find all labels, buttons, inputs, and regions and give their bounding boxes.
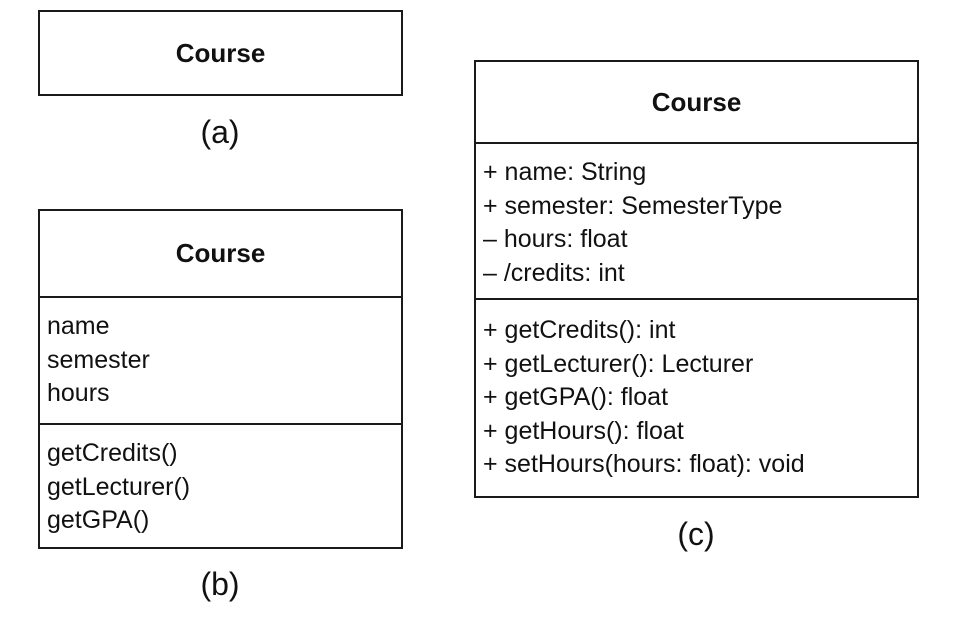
- caption-a: (a): [200, 114, 240, 150]
- attributes-compartment: + name: String + semester: SemesterType …: [476, 142, 917, 298]
- class-box-course-b: Course name semester hours getCredits() …: [38, 209, 403, 549]
- attributes-compartment: name semester hours: [40, 296, 401, 423]
- attribute: – /credits: int: [483, 258, 625, 287]
- attribute: + name: String: [483, 158, 647, 186]
- operation: + getGPA(): float: [483, 383, 669, 411]
- operation: + getLecturer(): Lecturer: [483, 349, 754, 378]
- attribute: hours: [47, 379, 110, 407]
- caption-c: (c): [677, 516, 715, 552]
- operation: + getCredits(): int: [483, 316, 676, 344]
- class-box-course-c: Course + name: String + semester: Semest…: [474, 60, 919, 498]
- class-name: Course: [175, 37, 266, 68]
- operation: getGPA(): [47, 506, 150, 534]
- attribute: – hours: float: [483, 225, 628, 253]
- operations-compartment: + getCredits(): int + getLecturer(): Lec…: [476, 298, 917, 482]
- operation: getLecturer(): [47, 472, 191, 501]
- class-name: Course: [651, 86, 742, 117]
- operation: getCredits(): [47, 439, 178, 467]
- class-box-course-a: Course: [38, 10, 403, 96]
- class-name: Course: [175, 238, 266, 268]
- operation: + getHours(): float: [483, 416, 684, 445]
- attribute: + semester: SemesterType: [483, 191, 783, 220]
- operations-compartment: getCredits() getLecturer() getGPA(): [40, 423, 401, 538]
- attribute: name: [47, 312, 110, 340]
- attribute: semester: [47, 345, 150, 374]
- operation: + setHours(hours: float): void: [483, 450, 805, 478]
- caption-b: (b): [200, 566, 240, 602]
